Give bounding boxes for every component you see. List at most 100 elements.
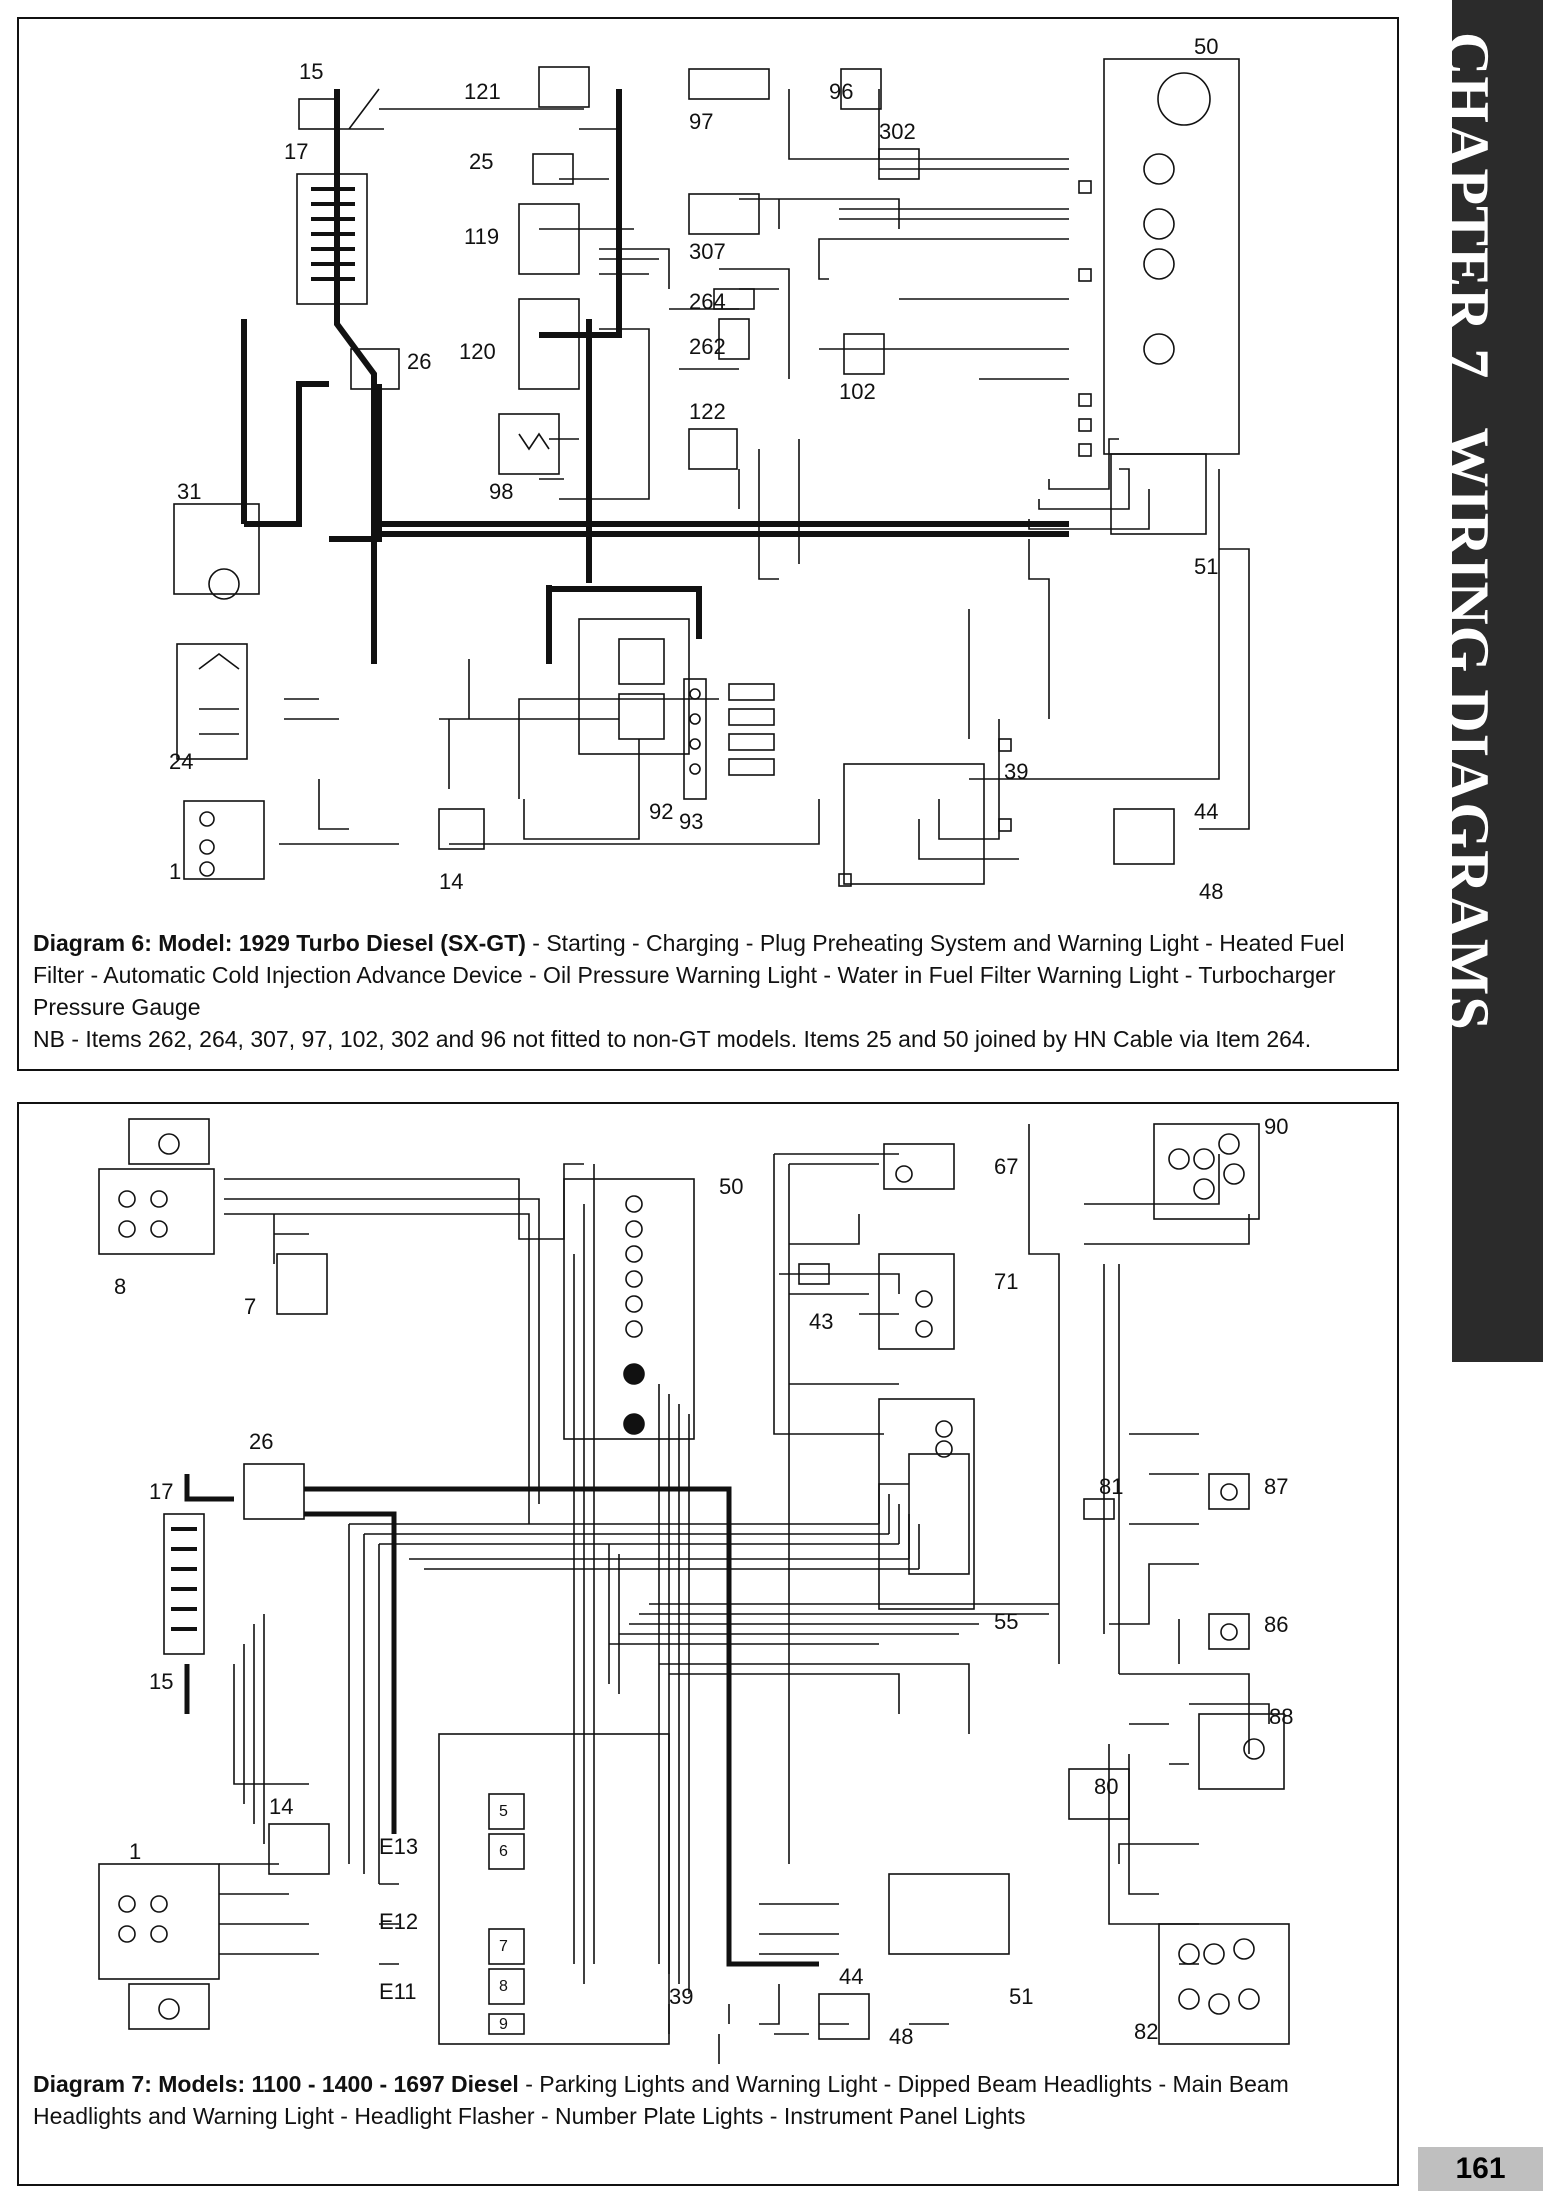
d6-item-15 [298,98,336,130]
d7-label-8: 8 [114,1274,126,1299]
chapter-title: CHAPTER 7 WIRING DIAGRAMS [1433,32,1502,1031]
d6-components [173,58,1240,885]
page-number: 161 [1418,2147,1543,2191]
d6-item-262 [718,318,750,360]
d6-label-26: 26 [407,349,431,374]
diagram-6-title: Diagram 6: Model: 1929 Turbo Diesel (SX-… [33,930,526,956]
d7-item-86 [1208,1613,1250,1650]
d7-item-81 [1083,1498,1115,1520]
d7-label-87: 87 [1264,1474,1288,1499]
d6-label-48: 48 [1199,879,1223,904]
d7-label-15: 15 [149,1669,173,1694]
d7-thin-wires [219,1124,1270,2064]
d7-item-7 [276,1253,328,1315]
d7-label-e13: E13 [379,1834,418,1859]
d7-label-17: 17 [149,1479,173,1504]
d6-label-102: 102 [839,379,876,404]
d7-item-43 [798,1263,830,1285]
d7-fuse-5 [488,1793,525,1830]
diagram-6-caption: Diagram 6: Model: 1929 Turbo Diesel (SX-… [19,927,1397,1055]
d6-item-44 [1113,808,1175,865]
d6-label-97: 97 [689,109,713,134]
d6-label-121: 121 [464,79,501,104]
d7-labels: 8 7 50 67 71 43 55 90 87 86 88 80 81 82 … [114,1114,1293,2049]
d7-label-71: 71 [994,1269,1018,1294]
d7-item-87 [1208,1473,1250,1510]
svg-text:5: 5 [499,1803,508,1820]
d7-item-44 [818,1993,870,2040]
d7-fuse-7 [488,1928,525,1965]
d6-item-93 [683,678,707,800]
d7-label-43: 43 [809,1309,833,1334]
d6-item-97 [688,68,770,100]
d7-item-8 [98,1168,215,1255]
d7-label-67: 67 [994,1154,1018,1179]
d6-item-31 [173,503,260,595]
d7-item-1-lower [128,1983,210,2030]
d6-label-264: 264 [689,289,726,314]
d6-label-262: 262 [689,334,726,359]
d6-label-119: 119 [464,224,499,249]
d6-item-302 [878,148,920,180]
d7-item-51 [888,1873,1010,1955]
d6-item-92 [578,618,690,755]
diagram-6-note: NB - Items 262, 264, 307, 97, 102, 302 a… [33,1026,1312,1052]
d7-label-14: 14 [269,1794,293,1819]
d6-labels: 15 17 26 121 25 119 120 98 122 97 96 302… [169,34,1223,904]
d6-item-51 [1110,453,1207,535]
d7-item-26 [243,1463,305,1520]
d7-item-8-upper [128,1118,210,1165]
d6-item-96 [840,68,882,110]
d6-item-122 [688,428,738,470]
d6-item-25 [532,153,574,185]
d6-item-119 [518,203,580,275]
diagram-6-description: - Starting - Charging - Plug Preheating … [33,930,1345,1020]
d7-item-14 [268,1823,330,1875]
d6-label-25: 25 [469,149,493,174]
d7-heavy-wires [184,1474,819,1967]
d6-label-14: 14 [439,869,463,894]
diagram-7-panel: 8 7 50 67 71 43 55 90 87 86 88 80 81 82 … [17,1102,1399,2186]
d7-label-81: 81 [1099,1474,1123,1499]
d6-item-120 [518,298,580,390]
d7-item-17 [163,1513,205,1655]
d6-item-17 [296,173,368,305]
d7-fuse-labels: 56 78 9 [499,1803,508,2033]
d7-label-51: 51 [1009,1984,1033,2009]
d6-item-307 [688,193,760,235]
d7-label-82: 82 [1134,2019,1158,2044]
d6-item-102 [843,333,885,375]
d6-item-24 [176,643,248,760]
d7-label-e11: E11 [379,1979,417,2004]
d6-item-264 [713,288,755,310]
d6-label-1: 1 [169,859,181,884]
d6-label-24: 24 [169,749,193,774]
d6-label-44: 44 [1194,799,1218,824]
d7-item-55 [878,1398,975,1610]
d6-item-39 [843,763,985,885]
diagram-7-schematic: 8 7 50 67 71 43 55 90 87 86 88 80 81 82 … [98,1114,1293,2064]
d6-label-302: 302 [879,119,916,144]
diagram-7-caption: Diagram 7: Models: 1100 - 1400 - 1697 Di… [19,2068,1397,2132]
d6-thin-wires [279,88,1250,860]
diagram-7-title: Diagram 7: Models: 1100 - 1400 - 1697 Di… [33,2071,519,2097]
d6-item-1 [183,800,265,880]
d7-label-7: 7 [244,1294,256,1319]
d7-label-55: 55 [994,1609,1018,1634]
d6-item-26 [350,348,400,390]
d7-components [98,1118,1290,2045]
diagram-6-panel: 15 17 26 121 25 119 120 98 122 97 96 302… [17,17,1399,1071]
d6-label-31: 31 [177,479,201,504]
d7-item-90 [1153,1123,1260,1220]
d6-label-122: 122 [689,399,726,424]
d7-label-80: 80 [1094,1774,1118,1799]
d6-label-50: 50 [1194,34,1218,59]
d7-item-82 [1158,1923,1290,2045]
d6-label-93: 93 [679,809,703,834]
d6-box-letters [838,180,1092,887]
d6-label-17: 17 [284,139,308,164]
d7-label-39: 39 [669,1984,693,2009]
d7-label-86: 86 [1264,1612,1288,1637]
d7-label-26: 26 [249,1429,273,1454]
d7-item-39 [438,1733,670,2045]
